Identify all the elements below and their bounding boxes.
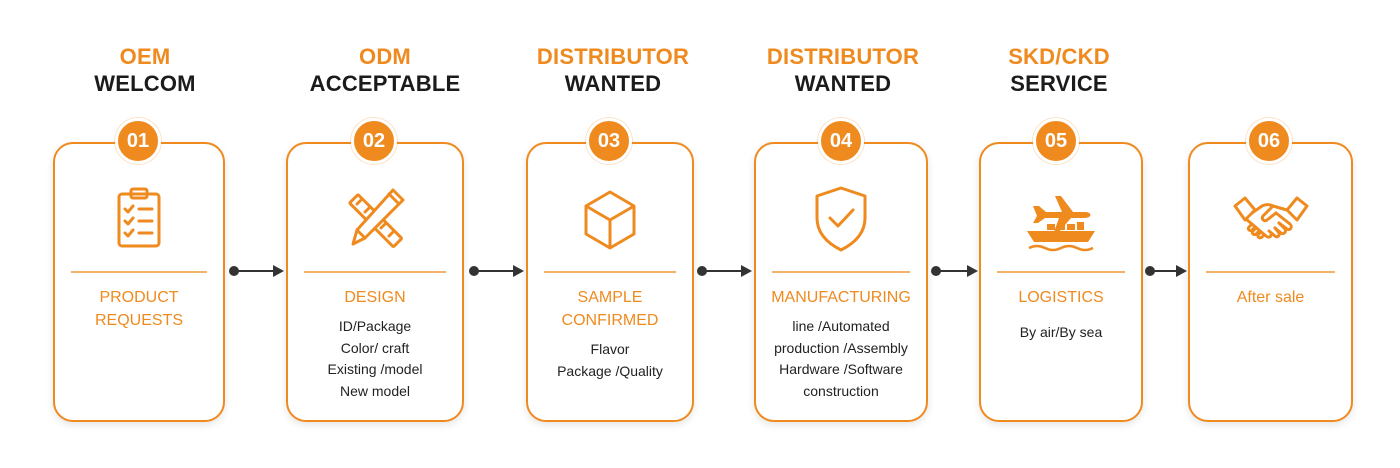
step-3-card: SAMPLE CONFIRMED Flavor Package /Quality [526,142,694,422]
step-2-details: ID/Package Color/ craft Existing /model … [327,318,423,399]
step-3-number-badge: 03 [586,118,632,164]
step-6-number-badge: 06 [1246,118,1292,164]
step-3-divider [544,271,676,273]
step-6-divider [1206,271,1335,273]
step-5-heading-line1: SKD/CKD [1008,44,1110,69]
pencil-ruler-icon [335,180,415,260]
step-1-heading-line2: WELCOM [94,70,196,96]
step-2-card: DESIGN ID/Package Color/ craft Existing … [286,142,464,422]
step-1-title: PRODUCT REQUESTS [94,289,183,329]
shield-check-icon [801,180,881,260]
step-3-heading-line1: DISTRIBUTOR [536,44,690,69]
step-5-details: By air/By sea [1019,324,1103,340]
step-3-heading-line2: WANTED [564,70,662,96]
step-4-card: MANUFACTURING line /Automated production… [754,142,928,422]
step-5-heading-line2: SERVICE [1010,70,1108,96]
step-4-number-badge: 04 [818,118,864,164]
step-5-number-badge: 05 [1033,118,1079,164]
arrow-connector-5-6 [1145,264,1187,278]
step-6-card: After sale [1188,142,1353,422]
step-4-heading: DISTRIBUTOR WANTED [723,44,963,98]
arrow-connector-3-4 [697,264,752,278]
step-2-title: DESIGN [344,289,406,306]
step-2-heading-line2: ACCEPTABLE [309,70,461,96]
step-4-details: line /Automated production /Assembly Har… [774,318,908,399]
step-1-divider [71,271,207,273]
step-1-number-badge: 01 [115,118,161,164]
step-4-title: MANUFACTURING [771,289,911,306]
step-2-number-badge: 02 [351,118,397,164]
step-5-title: LOGISTICS [1018,289,1104,306]
step-5-heading: SKD/CKD SERVICE [939,44,1179,98]
arrow-head-icon [1176,265,1187,277]
arrow-connector-4-5 [931,264,978,278]
step-3-title: SAMPLE CONFIRMED [561,289,659,329]
handshake-icon [1231,180,1311,260]
clipboard-checklist-icon [99,180,179,260]
arrow-head-icon [967,265,978,277]
arrow-connector-2-3 [469,264,524,278]
step-6-title: After sale [1236,289,1305,306]
arrow-head-icon [273,265,284,277]
step-5-card: LOGISTICS By air/By sea [979,142,1143,422]
step-5-divider [997,271,1125,273]
box-icon [570,180,650,260]
step-2-heading: ODM ACCEPTABLE [265,44,505,98]
step-3-details: Flavor Package /Quality [557,341,663,379]
step-2-divider [304,271,446,273]
step-1-card: PRODUCT REQUESTS [53,142,225,422]
step-1-heading: OEM WELCOM [25,44,265,98]
step-1-heading-line1: OEM [119,44,171,69]
arrow-head-icon [741,265,752,277]
step-4-heading-line2: WANTED [794,70,892,96]
arrow-head-icon [513,265,524,277]
step-2-heading-line1: ODM [359,44,411,69]
step-4-divider [772,271,910,273]
step-4-heading-line1: DISTRIBUTOR [766,44,920,69]
arrow-connector-1-2 [229,264,284,278]
step-3-heading: DISTRIBUTOR WANTED [493,44,733,98]
plane-ship-icon [1021,180,1101,260]
